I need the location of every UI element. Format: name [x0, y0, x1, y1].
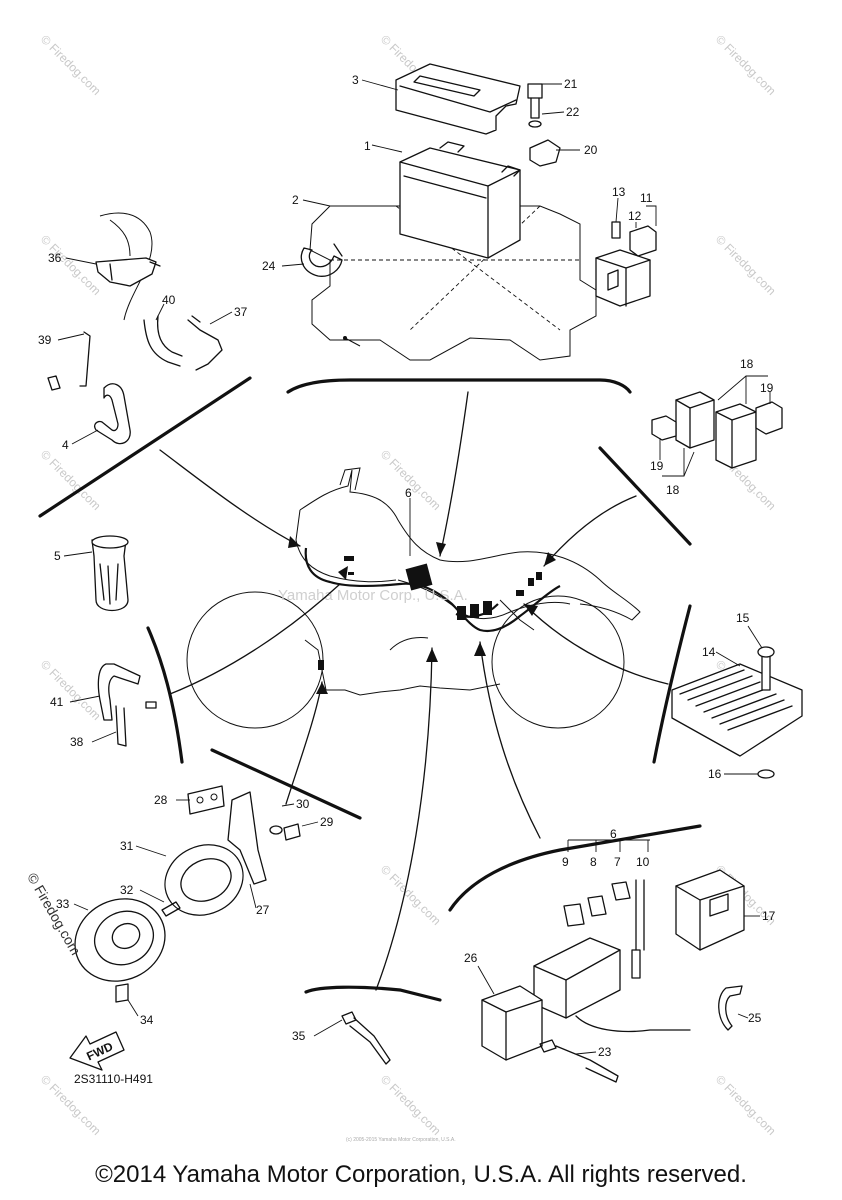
left-top-group: [47, 212, 223, 445]
callout-3: 3: [352, 73, 359, 87]
callout-26: 26: [464, 951, 478, 965]
watermark-tile: © Firedog.com: [713, 1072, 779, 1138]
watermark-tile: © Firedog.com: [38, 657, 104, 723]
callout-2: 2: [292, 193, 299, 207]
motorcycle-outline: [186, 467, 641, 729]
callout-17: 17: [762, 909, 776, 923]
cable-tie-group: [341, 1011, 391, 1065]
callout-41: 41: [50, 695, 64, 709]
fwd-arrow: FWD: [69, 1031, 125, 1071]
callout-10: 10: [636, 855, 650, 869]
callout-12: 12: [628, 209, 642, 223]
callout-16: 16: [708, 767, 722, 781]
callout-19-a: 19: [760, 381, 774, 395]
part-code: 2S31110-H491: [74, 1072, 153, 1086]
horn-group: [74, 785, 301, 1003]
callout-35: 35: [292, 1029, 306, 1043]
callout-13: 13: [612, 185, 626, 199]
callout-14: 14: [702, 645, 716, 659]
callout-8: 8: [590, 855, 597, 869]
callout-28: 28: [154, 793, 168, 807]
watermark-tile: © Firedog.com: [38, 232, 104, 298]
callout-40: 40: [162, 293, 176, 307]
battery-group: [300, 63, 657, 361]
callouts: 1 2 3 4 5 6 6 7 8 9 10 11 12 13 14 15 16…: [38, 73, 776, 1059]
ecu-block: [405, 563, 433, 591]
callout-31: 31: [120, 839, 134, 853]
callout-36: 36: [48, 251, 62, 265]
left-middle-group: [91, 535, 157, 747]
callout-1: 1: [364, 139, 371, 153]
watermark-tile: © Firedog.com: [378, 447, 444, 513]
callout-38: 38: [70, 735, 84, 749]
pointer-arrows: [159, 391, 669, 991]
callout-20: 20: [584, 143, 598, 157]
fuse-group: [481, 839, 745, 1083]
callout-18-bottom: 18: [666, 483, 680, 497]
watermark-tile: © Firedog.com: [38, 32, 104, 98]
group-frames: [38, 376, 702, 1002]
regulator-group: [671, 646, 803, 779]
copyright-footer: ©2014 Yamaha Motor Corporation, U.S.A. A…: [95, 1161, 747, 1188]
callout-6-bike: 6: [405, 486, 412, 500]
watermark-tile: © Firedog.com: [713, 232, 779, 298]
callout-29: 29: [320, 815, 334, 829]
callout-21: 21: [564, 77, 578, 91]
callout-15: 15: [736, 611, 750, 625]
callout-18-top: 18: [740, 357, 754, 371]
callout-4: 4: [62, 438, 69, 452]
watermark-tile: © Firedog.com: [378, 1072, 444, 1138]
bike-watermark: Yamaha Motor Corp., U.S.A.: [278, 587, 468, 604]
callout-11: 11: [640, 191, 653, 205]
watermark-tile: © Firedog.com: [713, 32, 779, 98]
callout-24: 24: [262, 259, 276, 273]
watermark-tile: © Firedog.com: [378, 862, 444, 928]
callout-7: 7: [614, 855, 621, 869]
callout-9: 9: [562, 855, 569, 869]
callout-37: 37: [234, 305, 248, 319]
callout-34: 34: [140, 1013, 154, 1027]
tiny-note: (c) 2005-2015 Yamaha Motor Corporation, …: [346, 1137, 456, 1143]
callout-6-fuse: 6: [610, 827, 617, 841]
callout-27: 27: [256, 903, 270, 917]
callout-39: 39: [38, 333, 52, 347]
callout-22: 22: [566, 105, 580, 119]
callout-23: 23: [598, 1045, 612, 1059]
callout-33: 33: [56, 897, 70, 911]
callout-19-b: 19: [650, 459, 664, 473]
callout-5: 5: [54, 549, 61, 563]
callout-30: 30: [296, 797, 310, 811]
callout-32: 32: [120, 883, 134, 897]
relay-group: [651, 375, 783, 477]
callout-25: 25: [748, 1011, 762, 1025]
